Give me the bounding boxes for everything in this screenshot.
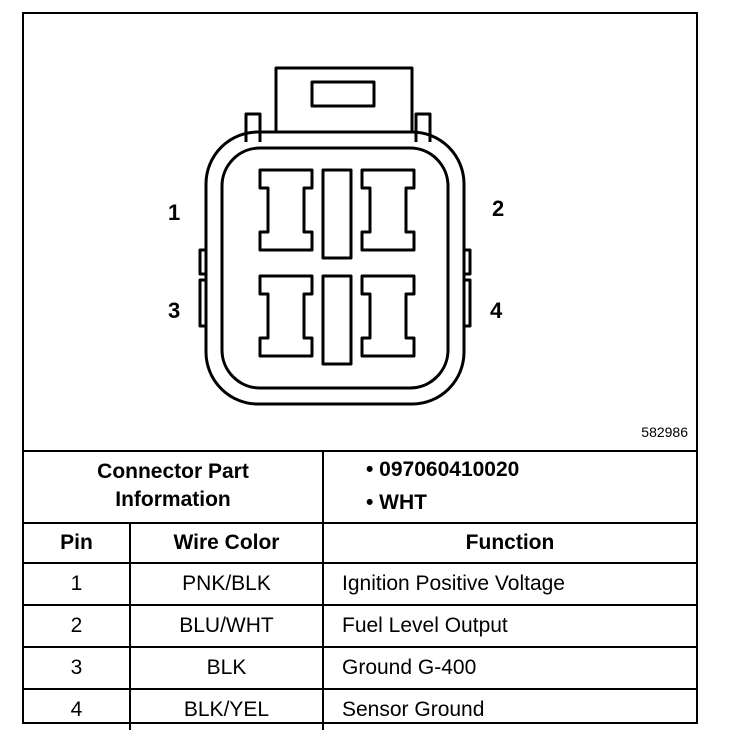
connector-info-label: Connector Part Information xyxy=(24,450,324,524)
wire-color-cell: BLK xyxy=(129,646,324,690)
table-row: 1 PNK/BLK Ignition Positive Voltage xyxy=(24,562,696,606)
pin-cell: 4 xyxy=(24,688,131,730)
pin-cavity-3 xyxy=(258,274,314,358)
connector-left-post xyxy=(244,112,262,142)
pin-label-2: 2 xyxy=(492,196,505,221)
wire-color-cell: BLK/YEL xyxy=(129,688,324,730)
connector-info-values: • 097060410020 • WHT xyxy=(322,450,696,524)
connector-housing-inner xyxy=(220,146,450,390)
connector-info-row: Connector Part Information • 09706041002… xyxy=(24,450,696,524)
connector-sheet: 1 2 3 4 582986 Connector Part Informatio… xyxy=(22,12,698,730)
pin-cavity-4 xyxy=(360,274,416,358)
header-function: Function xyxy=(322,522,696,564)
connector-center-key-bottom xyxy=(321,274,353,366)
connector-right-latch xyxy=(462,248,472,328)
connector-lock-tab xyxy=(274,66,414,132)
table-row: 2 BLU/WHT Fuel Level Output xyxy=(24,604,696,648)
connector-info-label-line1: Connector Part xyxy=(97,460,249,483)
table-row: 3 BLK Ground G-400 xyxy=(24,646,696,690)
function-cell: Sensor Ground xyxy=(322,688,696,730)
pin-cell: 1 xyxy=(24,562,131,606)
function-cell: Ignition Positive Voltage xyxy=(322,562,696,606)
header-pin: Pin xyxy=(24,522,131,564)
wire-color-cell: BLU/WHT xyxy=(129,604,324,648)
pin-cavity-2 xyxy=(360,168,416,252)
connector-right-post xyxy=(414,112,432,142)
figure-id: 582986 xyxy=(641,424,688,440)
wire-color-cell: PNK/BLK xyxy=(129,562,324,606)
pin-label-4: 4 xyxy=(490,298,503,323)
table-header-row: Pin Wire Color Function xyxy=(24,522,696,564)
connector-drawing xyxy=(198,66,472,406)
connector-center-key-top xyxy=(321,168,353,260)
connector-lock-slot xyxy=(310,80,376,108)
connector-table: Connector Part Information • 09706041002… xyxy=(24,450,696,730)
connector-part-number: • 097060410020 xyxy=(366,458,520,481)
table-row: 4 BLK/YEL Sensor Ground xyxy=(24,688,696,730)
connector-color: • WHT xyxy=(366,491,428,514)
pin-cell: 2 xyxy=(24,604,131,648)
header-wire-color: Wire Color xyxy=(129,522,324,564)
connector-left-latch xyxy=(198,248,208,328)
pin-cell: 3 xyxy=(24,646,131,690)
function-cell: Fuel Level Output xyxy=(322,604,696,648)
connector-info-label-line2: Information xyxy=(115,488,231,511)
connector-housing-outer xyxy=(204,130,466,406)
connector-diagram: 1 2 3 4 582986 xyxy=(24,14,696,452)
pin-label-3: 3 xyxy=(168,298,181,323)
pin-label-1: 1 xyxy=(168,200,181,225)
pin-cavity-1 xyxy=(258,168,314,252)
function-cell: Ground G-400 xyxy=(322,646,696,690)
